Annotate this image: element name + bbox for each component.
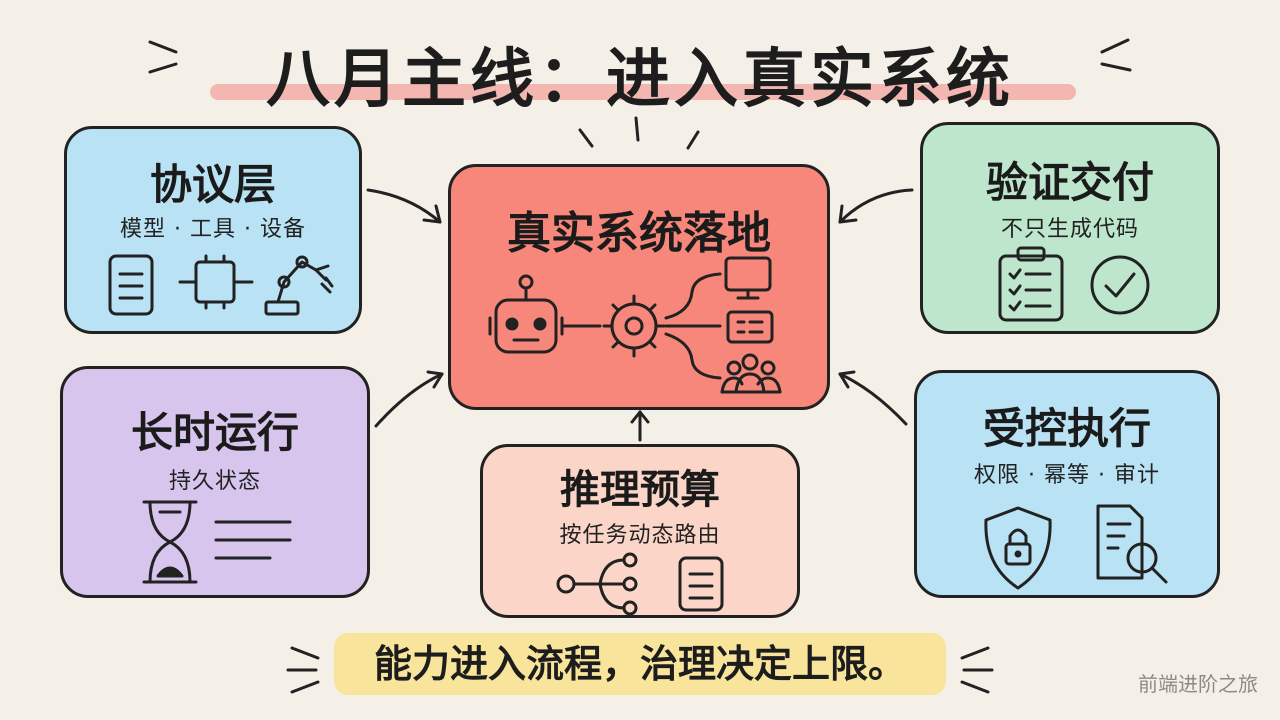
text-lines-icon <box>214 520 292 560</box>
clipboard-checklist-icon <box>998 246 1064 322</box>
document-icon <box>678 556 724 612</box>
title-underline <box>210 84 1076 100</box>
card-controlled-execution: 受控执行 权限 · 幂等 · 审计 <box>914 370 1220 598</box>
shield-lock-icon <box>984 506 1052 590</box>
slogan-decoration-left <box>286 646 320 694</box>
center-heading: 真实系统落地 <box>507 208 771 259</box>
routing-lines <box>664 272 722 380</box>
arrow-controlled-to-center <box>838 370 908 426</box>
routing-branch-icon <box>556 552 638 616</box>
slogan: 能力进入流程，治理决定上限。 <box>373 642 906 686</box>
card-heading: 推理预算 <box>560 467 720 513</box>
card-long-running: 长时运行 持久状态 <box>60 366 370 598</box>
card-heading: 受控执行 <box>982 404 1151 453</box>
card-protocol-layer: 协议层 模型 · 工具 · 设备 <box>64 126 362 334</box>
arrow-protocol-to-center <box>366 188 442 224</box>
document-icon <box>108 254 154 316</box>
arrow-budget-to-center <box>630 410 650 442</box>
card-subtitle: 模型 · 工具 · 设备 <box>120 217 306 242</box>
arrow-verify-to-center <box>838 188 914 224</box>
chip-icon <box>178 254 254 310</box>
check-circle-icon <box>1090 255 1150 315</box>
card-real-system: 真实系统落地 <box>448 164 830 410</box>
title-decoration-left <box>148 40 178 74</box>
spark-lines <box>578 116 700 150</box>
robot-icon <box>488 274 602 354</box>
monitor-icon <box>724 256 772 300</box>
card-inference-budget: 推理预算 按任务动态路由 <box>480 444 800 618</box>
page-title: 八月主线：进入真实系统 <box>266 43 1014 117</box>
hourglass-icon <box>142 500 198 584</box>
card-subtitle: 按任务动态路由 <box>559 523 721 548</box>
slogan-decoration-right <box>960 646 994 694</box>
card-subtitle: 持久状态 <box>168 469 261 494</box>
search-document-icon <box>1096 504 1168 584</box>
card-subtitle: 权限 · 幂等 · 审计 <box>974 463 1160 488</box>
gear-icon <box>602 294 666 358</box>
card-verify-delivery: 验证交付 不只生成代码 <box>920 122 1220 334</box>
arrow-longrun-to-center <box>374 370 444 428</box>
card-heading: 验证交付 <box>985 158 1154 207</box>
slogan-highlight <box>334 633 946 695</box>
card-heading: 协议层 <box>149 160 276 209</box>
watermark: 前端进阶之旅 <box>1138 672 1258 696</box>
title-decoration-right <box>1100 38 1132 72</box>
card-subtitle: 不只生成代码 <box>1000 217 1139 242</box>
users-icon <box>720 353 782 394</box>
server-icon <box>726 310 774 344</box>
robot-arm-icon <box>264 255 334 316</box>
card-heading: 长时运行 <box>130 408 299 457</box>
